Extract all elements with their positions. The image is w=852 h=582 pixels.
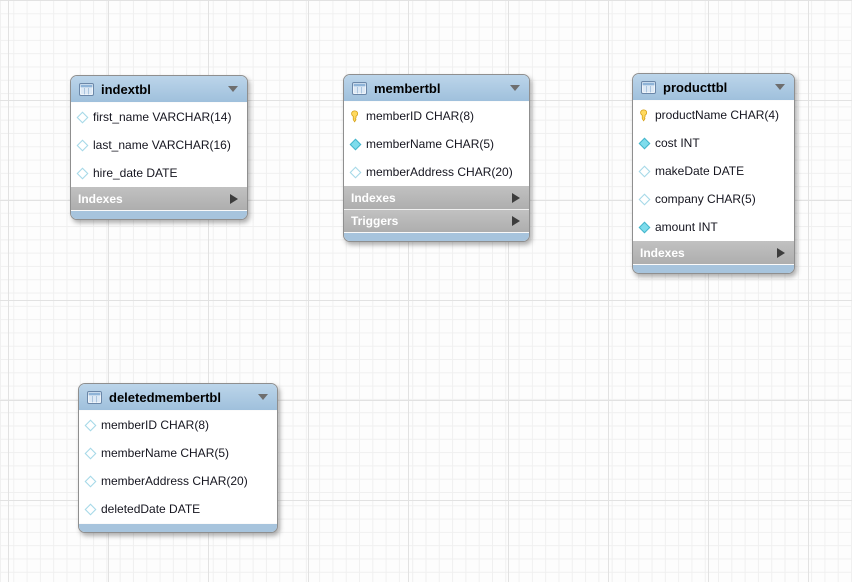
- column-text: memberName CHAR(5): [366, 137, 495, 151]
- column-row[interactable]: memberID CHAR(8): [79, 411, 277, 439]
- table-bottom-bar: [633, 264, 794, 273]
- section-label: Indexes: [640, 245, 685, 260]
- table-title: producttbl: [663, 79, 728, 95]
- table-section-list: Indexes: [71, 187, 247, 210]
- section-row-triggers[interactable]: Triggers: [344, 209, 529, 232]
- section-label: Triggers: [351, 214, 399, 228]
- table-header[interactable]: membertbl: [344, 75, 529, 102]
- expand-arrow-icon[interactable]: [512, 192, 520, 203]
- section-row-indexes[interactable]: Indexes: [344, 186, 529, 209]
- expand-arrow-icon[interactable]: [777, 247, 785, 258]
- column-text: productName CHAR(4): [655, 108, 780, 122]
- column-text: makeDate DATE: [655, 164, 745, 178]
- column-row[interactable]: company CHAR(5): [633, 185, 794, 213]
- table-title: deletedmembertbl: [109, 389, 221, 405]
- table-icon: [87, 390, 102, 404]
- db-table[interactable]: membertbl memberID CHAR(8) memberName CHA…: [343, 74, 530, 242]
- column-text: last_name VARCHAR(16): [93, 138, 231, 152]
- chevron-down-icon[interactable]: [775, 84, 785, 90]
- table-column-list: first_name VARCHAR(14) last_name VARCHAR(…: [71, 103, 247, 187]
- column-row[interactable]: deletedDate DATE: [79, 495, 277, 523]
- diamond-outline-icon: [349, 166, 362, 179]
- db-table[interactable]: producttbl productName CHAR(4) cost INT ma…: [632, 73, 795, 274]
- column-text: memberAddress CHAR(20): [366, 165, 513, 179]
- diamond-filled-icon: [349, 138, 362, 151]
- table-section-list: Indexes: [633, 241, 794, 264]
- diamond-outline-icon: [84, 419, 97, 432]
- diamond-outline-icon: [84, 503, 97, 516]
- column-row[interactable]: first_name VARCHAR(14): [71, 103, 247, 131]
- table-header[interactable]: indextbl: [71, 76, 247, 103]
- column-row[interactable]: memberName CHAR(5): [79, 439, 277, 467]
- diamond-outline-icon: [76, 139, 89, 152]
- key-icon: [638, 108, 651, 122]
- column-row[interactable]: memberName CHAR(5): [344, 130, 529, 158]
- diamond-filled-icon: [638, 137, 651, 150]
- column-row[interactable]: memberAddress CHAR(20): [79, 467, 277, 495]
- chevron-down-icon[interactable]: [228, 86, 238, 92]
- column-text: company CHAR(5): [655, 192, 756, 206]
- expand-arrow-icon[interactable]: [230, 193, 238, 204]
- diamond-outline-icon: [76, 167, 89, 180]
- table-header[interactable]: deletedmembertbl: [79, 384, 277, 411]
- table-icon: [352, 81, 367, 95]
- column-row[interactable]: cost INT: [633, 129, 794, 157]
- column-row[interactable]: makeDate DATE: [633, 157, 794, 185]
- table-bottom-bar: [344, 232, 529, 241]
- chevron-down-icon[interactable]: [258, 394, 268, 400]
- column-row[interactable]: memberID CHAR(8): [344, 102, 529, 130]
- db-table[interactable]: indextbl first_name VARCHAR(14) last_name…: [70, 75, 248, 220]
- table-title: membertbl: [374, 80, 441, 96]
- section-row-indexes[interactable]: Indexes: [633, 241, 794, 264]
- diamond-outline-icon: [638, 165, 651, 178]
- db-table[interactable]: deletedmembertbl memberID CHAR(8) memberN…: [78, 383, 278, 533]
- column-text: memberAddress CHAR(20): [101, 474, 248, 488]
- diamond-outline-icon: [84, 475, 97, 488]
- column-text: memberName CHAR(5): [101, 446, 230, 460]
- column-row[interactable]: last_name VARCHAR(16): [71, 131, 247, 159]
- table-bottom-bar: [79, 523, 277, 532]
- chevron-down-icon[interactable]: [510, 85, 520, 91]
- column-row[interactable]: hire_date DATE: [71, 159, 247, 187]
- table-header[interactable]: producttbl: [633, 74, 794, 101]
- table-column-list: productName CHAR(4) cost INT makeDate DATE…: [633, 101, 794, 241]
- column-text: deletedDate DATE: [101, 502, 201, 516]
- expand-arrow-icon[interactable]: [512, 216, 520, 226]
- column-text: amount INT: [655, 220, 718, 234]
- table-icon: [79, 82, 94, 96]
- table-bottom-bar: [71, 210, 247, 219]
- table-column-list: memberID CHAR(8) memberName CHAR(5) member…: [344, 102, 529, 186]
- diamond-outline-icon: [76, 111, 89, 124]
- column-text: first_name VARCHAR(14): [93, 110, 232, 124]
- diamond-outline-icon: [84, 447, 97, 460]
- column-text: hire_date DATE: [93, 166, 178, 180]
- column-row[interactable]: productName CHAR(4): [633, 101, 794, 129]
- diamond-outline-icon: [638, 193, 651, 206]
- section-label: Indexes: [78, 191, 123, 206]
- table-column-list: memberID CHAR(8) memberName CHAR(5) member…: [79, 411, 277, 523]
- column-row[interactable]: amount INT: [633, 213, 794, 241]
- section-row-indexes[interactable]: Indexes: [71, 187, 247, 210]
- diamond-filled-icon: [638, 221, 651, 234]
- column-text: memberID CHAR(8): [366, 109, 475, 123]
- column-row[interactable]: memberAddress CHAR(20): [344, 158, 529, 186]
- section-label: Indexes: [351, 190, 396, 205]
- column-text: cost INT: [655, 136, 700, 150]
- table-title: indextbl: [101, 81, 151, 97]
- column-text: memberID CHAR(8): [101, 418, 210, 432]
- key-icon: [349, 109, 362, 123]
- table-icon: [641, 80, 656, 94]
